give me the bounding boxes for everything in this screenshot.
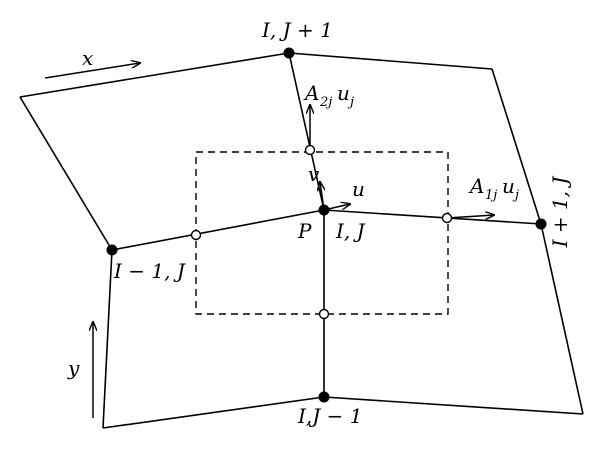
edge-bottom-left bbox=[102, 396, 325, 429]
edge-left-upper bbox=[19, 96, 113, 251]
label-top-node: I, J + 1 bbox=[261, 18, 333, 42]
a1-varsub: j bbox=[512, 188, 519, 203]
face-point-left bbox=[190, 229, 202, 241]
a2-sub: 2j bbox=[319, 95, 332, 110]
node-left bbox=[106, 244, 118, 256]
a1-flux-arrow bbox=[446, 215, 494, 218]
control-volume-box bbox=[195, 151, 449, 315]
face-point-bottom bbox=[318, 308, 330, 320]
label-bottom-node: I,J − 1 bbox=[297, 404, 362, 428]
link-center-top bbox=[288, 52, 325, 211]
axis-arrows bbox=[44, 63, 140, 418]
label-v-velocity: v bbox=[308, 162, 320, 186]
a1-main: A bbox=[468, 174, 484, 198]
label-a1-flux: A 1j u j bbox=[468, 174, 519, 203]
edge-bottom-right bbox=[323, 396, 584, 415]
label-x-axis: x bbox=[82, 46, 93, 70]
label-u-velocity: u bbox=[352, 177, 365, 201]
label-center-node: I, J bbox=[335, 219, 366, 243]
label-left-node: I − 1, J bbox=[113, 259, 186, 283]
a2-varsub: j bbox=[347, 95, 354, 110]
face-points bbox=[190, 144, 453, 320]
node-center bbox=[318, 204, 330, 216]
label-a2-flux: A 2j u j bbox=[303, 81, 354, 110]
edge-top-left bbox=[19, 52, 290, 98]
a1-sub: 1j bbox=[485, 188, 497, 203]
link-center-right bbox=[323, 209, 542, 225]
x-axis-arrow bbox=[44, 63, 140, 79]
a2-main: A bbox=[303, 81, 319, 105]
face-point-top bbox=[304, 144, 316, 156]
label-y-axis: y bbox=[67, 356, 80, 380]
edge-right-lower bbox=[540, 223, 584, 415]
label-right-node: I + 1, J bbox=[548, 176, 572, 249]
face-point-right bbox=[441, 212, 453, 224]
velocity-arrows bbox=[310, 105, 494, 218]
node-top bbox=[283, 47, 295, 59]
link-center-left bbox=[111, 209, 325, 251]
edge-top-right bbox=[288, 52, 493, 70]
label-center-point: P bbox=[297, 219, 312, 243]
grid-edges bbox=[19, 52, 584, 429]
node-right bbox=[535, 218, 547, 230]
edge-right-upper bbox=[491, 68, 542, 225]
a2-var: u bbox=[337, 81, 350, 105]
node-bottom bbox=[318, 391, 330, 403]
edge-left-lower bbox=[102, 249, 113, 429]
grid-nodes bbox=[106, 47, 547, 403]
a1-var: u bbox=[502, 174, 515, 198]
